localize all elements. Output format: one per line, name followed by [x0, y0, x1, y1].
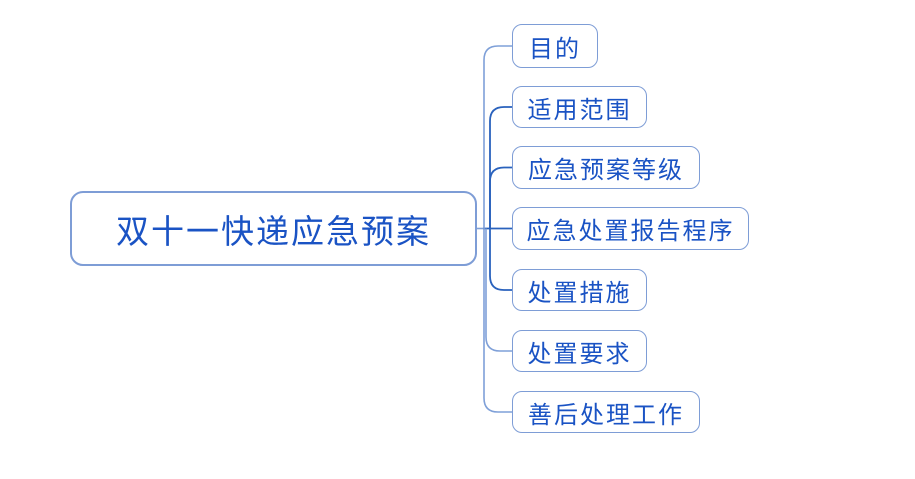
- child-node-purpose[interactable]: 目的: [512, 24, 598, 68]
- child-node-label: 处置措施: [527, 280, 632, 307]
- child-node-scope[interactable]: 适用范围: [512, 86, 647, 128]
- connector-branch-3: [489, 166, 512, 229]
- child-node-label: 目的: [529, 36, 581, 63]
- connector-branch-7: [483, 228, 512, 413]
- connector-branch-2: [489, 106, 512, 229]
- connector-branch-6: [485, 228, 512, 352]
- child-node-requirements[interactable]: 处置要求: [512, 330, 647, 372]
- connector-branch-5: [489, 228, 512, 291]
- child-node-label: 适用范围: [527, 97, 632, 124]
- root-node-label: 双十一快递应急预案: [116, 214, 431, 251]
- child-node-measures[interactable]: 处置措施: [512, 269, 647, 311]
- root-node[interactable]: 双十一快递应急预案: [70, 191, 477, 266]
- child-node-label: 应急预案等级: [528, 158, 684, 184]
- child-node-label: 处置要求: [527, 341, 632, 368]
- child-node-plan-level[interactable]: 应急预案等级: [512, 146, 700, 189]
- child-node-report-procedure[interactable]: 应急处置报告程序: [512, 207, 749, 250]
- connector-branch-1: [483, 45, 512, 229]
- child-node-label: 善后处理工作: [528, 402, 684, 429]
- child-node-label: 应急处置报告程序: [526, 219, 735, 245]
- child-node-aftermath[interactable]: 善后处理工作: [512, 391, 700, 433]
